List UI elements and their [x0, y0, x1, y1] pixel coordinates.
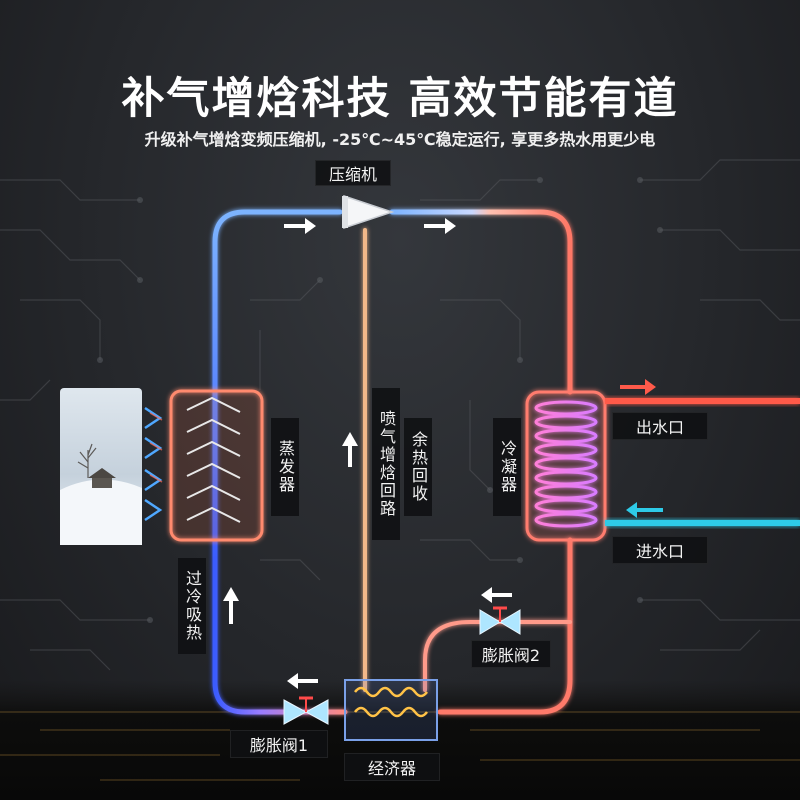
supercool-absorb-label: 过冷吸热 — [178, 558, 206, 654]
arrow-icon — [424, 218, 456, 234]
waste-heat-recovery-label: 余热回收 — [404, 418, 432, 516]
arrow-icon — [287, 673, 318, 689]
economizer-unit — [344, 679, 438, 741]
condenser-label: 冷凝器 — [493, 418, 521, 516]
economizer-label: 经济器 — [344, 753, 440, 781]
water-in-pipe — [605, 502, 800, 526]
cold-air-streaks — [144, 406, 163, 522]
water-in-label: 进水口 — [612, 536, 708, 564]
valve-icon — [283, 696, 329, 725]
arrow-icon — [342, 432, 358, 467]
pipe-top — [389, 209, 573, 395]
winter-scene-image — [60, 388, 142, 545]
flow-arrows — [223, 218, 512, 689]
evaporator-label: 蒸发器 — [271, 418, 299, 516]
compressor-icon — [342, 194, 395, 230]
injection-loop-label: 喷气增焓回路 — [372, 388, 400, 540]
evaporator-unit — [169, 389, 264, 542]
hot-pipe-right — [437, 537, 573, 715]
expansion-valve-2-label: 膨胀阀2 — [471, 640, 551, 668]
valve2-pipe — [423, 620, 572, 692]
page-title: 补气增焓科技 高效节能有道 — [121, 74, 679, 124]
water-out-label: 出水口 — [612, 412, 708, 440]
water-out-pipe — [605, 379, 800, 404]
expansion-valve-1-label: 膨胀阀1 — [230, 730, 328, 758]
arrow-icon — [223, 587, 239, 624]
compressor-label: 压缩机 — [315, 160, 391, 186]
condenser-unit — [525, 390, 607, 542]
cold-pipe-left — [212, 209, 343, 563]
arrow-icon — [481, 587, 512, 603]
arrow-icon — [284, 218, 316, 234]
page-subtitle: 升级补气增焓变频压缩机, -25℃~45℃稳定运行, 享更多热水用更少电 — [144, 130, 656, 149]
valve-icon — [479, 606, 521, 635]
pipe-bottom-left — [212, 557, 348, 715]
